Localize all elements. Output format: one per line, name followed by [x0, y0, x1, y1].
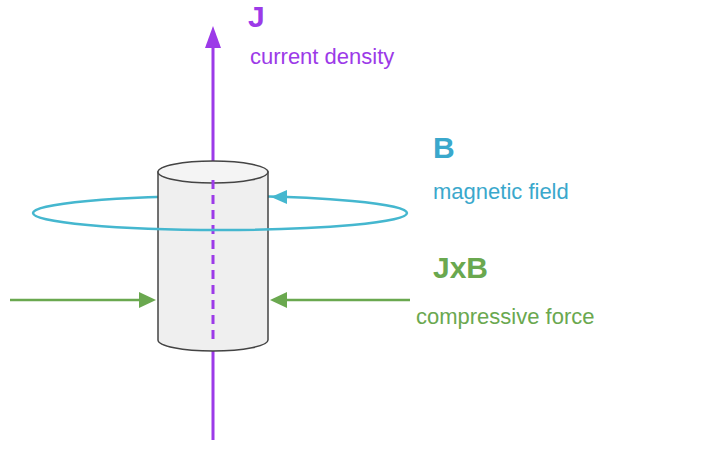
description-label: current density	[250, 44, 394, 69]
current-arrowhead	[205, 26, 221, 48]
symbol-label-box: B	[433, 131, 455, 166]
symbol-label: J	[248, 0, 265, 35]
current-axis-hidden	[212, 180, 215, 343]
symbol-label-box: JxB	[433, 251, 488, 286]
cylinder-top	[158, 161, 268, 183]
force-arrowhead-right	[270, 292, 287, 308]
description-label-box: compressive force	[416, 304, 595, 329]
symbol-label: B	[433, 131, 455, 166]
force-arrow-right	[285, 299, 410, 302]
plasma-cylinder	[158, 172, 268, 351]
force-arrowhead-left	[139, 292, 156, 308]
field-ring-front	[33, 213, 407, 230]
current-axis	[212, 46, 215, 440]
description-label: compressive force	[416, 304, 595, 329]
symbol-label-box: J	[248, 0, 265, 35]
description-label-box: current density	[250, 44, 394, 69]
description-label: magnetic field	[433, 179, 569, 204]
symbol-label: JxB	[433, 251, 488, 286]
field-arrowhead	[271, 190, 287, 204]
description-label-box: magnetic field	[433, 179, 569, 204]
force-arrow-left	[10, 299, 141, 302]
